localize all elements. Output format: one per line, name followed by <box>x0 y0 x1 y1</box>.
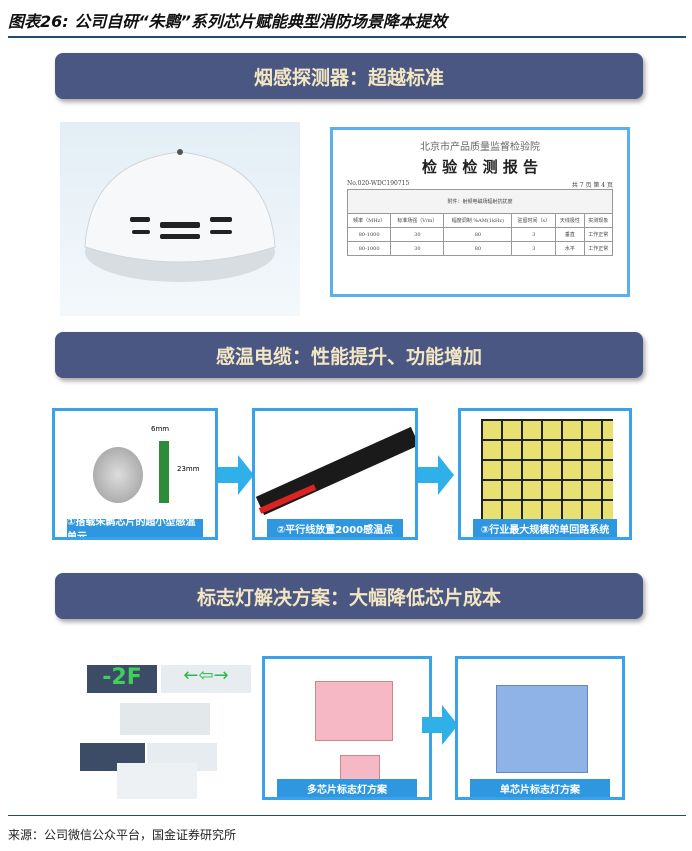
table-header: 天线极性 <box>555 213 585 228</box>
multi-chip-panel: 多芯片标志灯方案 <box>262 656 432 800</box>
inspection-report-image: 北京市产品质量监督检验院 检 验 检 测 报 告 No.020-WDC19071… <box>330 127 630 297</box>
figure-title: 图表26: 公司自研“朱鹮”系列芯片赋能典型消防场景降本提效 <box>8 12 447 31</box>
report-org: 北京市产品质量监督检验院 <box>420 142 540 153</box>
arrow-right-icon <box>218 455 254 495</box>
table-header: 驻留时间（s） <box>511 213 557 228</box>
sensor-board-image <box>159 441 169 503</box>
single-chip-block <box>496 685 588 773</box>
report-page: 共 7 页 第 4 页 <box>571 182 613 189</box>
banner-heat-cable: 感温电缆：性能提升、功能增加 <box>55 332 643 378</box>
title-divider <box>8 36 686 38</box>
test-chamber-image <box>481 419 613 519</box>
step-3-caption: ③行业最大规模的单回路系统 <box>473 519 617 537</box>
banner-exit-sign: 标志灯解决方案：大幅降低芯片成本 <box>55 573 643 619</box>
coin-image <box>93 447 143 503</box>
table-header: 幅度调制 %AM(1kHz) <box>443 213 513 228</box>
single-chip-caption: 单芯片标志灯方案 <box>470 779 610 797</box>
step-3-panel: ③行业最大规模的单回路系统 <box>458 408 632 540</box>
height-label: 23mm <box>177 465 200 473</box>
footer-divider <box>8 815 686 816</box>
source-note: 来源：公司微信公众平台，国金证券研究所 <box>8 828 237 842</box>
multi-chip-caption: 多芯片标志灯方案 <box>277 779 417 797</box>
multi-chip-block <box>315 681 393 741</box>
smoke-detector-image <box>60 122 300 316</box>
width-label: 6mm <box>151 425 170 433</box>
report-table: 附件：射频电磁场辐射抗扰度 频率（MHz）标准场强（V/m）幅度调制 %AM(1… <box>346 189 614 256</box>
step-1-panel: 6mm 23mm ①搭载朱鹮芯片的超小型感温单元 <box>52 408 218 540</box>
table-header: 频率（MHz） <box>346 213 392 228</box>
arrow-right-icon <box>418 455 454 495</box>
report-title: 检 验 检 测 报 告 <box>421 158 539 176</box>
step-2-panel: ②平行线放置2000感温点 <box>252 408 418 540</box>
step-2-caption: ②平行线放置2000感温点 <box>267 519 403 537</box>
arrow-right-icon <box>422 705 458 745</box>
exit-sign-image: -2F ←⇦→ <box>65 665 255 805</box>
report-table-caption: 附件：射频电磁场辐射抗扰度 <box>347 189 613 214</box>
table-header: 标准场强（V/m） <box>390 213 445 228</box>
step-1-caption: ①搭载朱鹮芯片的超小型感温单元 <box>67 517 203 537</box>
banner-smoke-detector: 烟感探测器：超越标准 <box>55 53 643 99</box>
table-header: 实测现象 <box>583 213 614 228</box>
report-number: No.020-WDC190715 <box>347 180 410 187</box>
single-chip-panel: 单芯片标志灯方案 <box>455 656 625 800</box>
floor-sign: -2F <box>87 665 157 693</box>
cable-image <box>255 426 415 516</box>
